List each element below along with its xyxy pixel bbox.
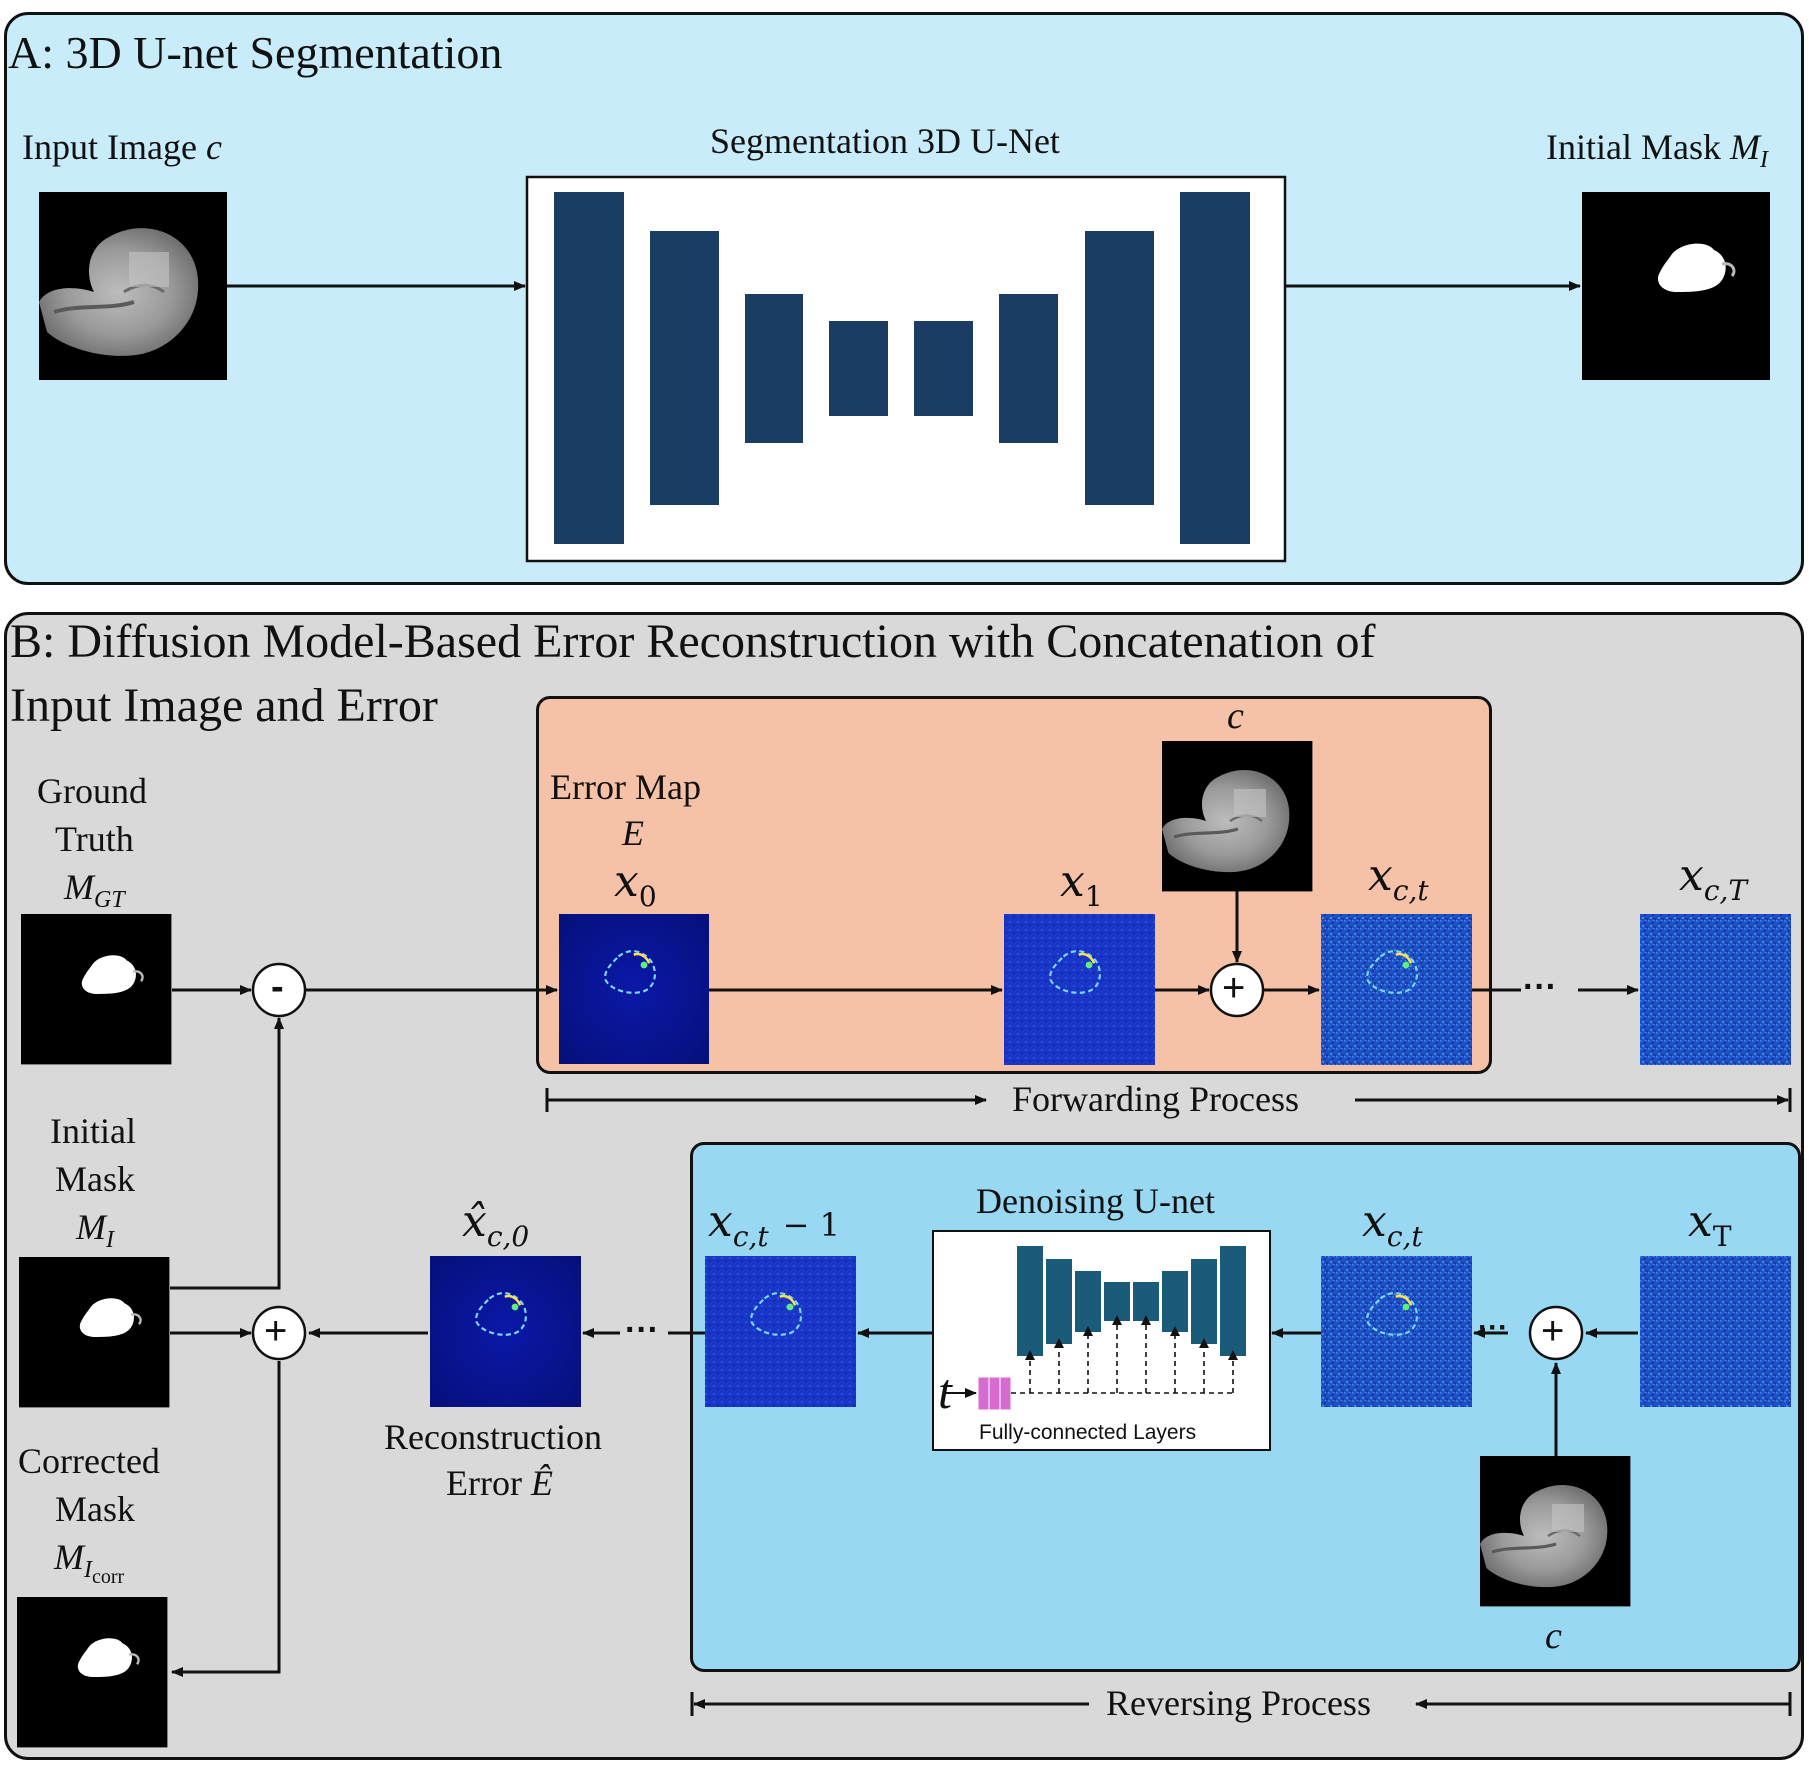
unet-dec-block-3 [999, 294, 1058, 443]
x0-image [559, 914, 709, 1064]
xcT-label: xc,T [1679, 850, 1748, 907]
panel-b-title-line2: Input Image and Error [10, 679, 438, 732]
x0-label: x0 [614, 856, 657, 913]
errmap-symbol: E [622, 813, 644, 853]
c-top-label: c [1227, 695, 1244, 737]
gt-symbol: MGT [64, 867, 125, 914]
arrow-init-to-minus [170, 1017, 284, 1290]
denoising-unet-box [932, 1230, 1271, 1451]
gt-label-2: Truth [55, 819, 134, 859]
corrected-mask-image [15, 1595, 169, 1749]
plus-circle-forward [1209, 962, 1265, 1018]
xct1-image [705, 1256, 856, 1407]
c-bottom-image [1478, 1454, 1633, 1609]
ellipsis-reverse: ··· [625, 1311, 659, 1349]
initial-mask-b-image [17, 1255, 171, 1409]
plus-symbol-reverse: + [1541, 1309, 1565, 1353]
input-image [37, 190, 229, 382]
xct2-image [1321, 1256, 1472, 1407]
c-bottom-label: c [1545, 1615, 1562, 1657]
ground-truth-image [19, 912, 173, 1066]
c-top-image [1160, 739, 1315, 894]
xct1-label: xc,t − 1 [708, 1196, 841, 1253]
op-circles [251, 962, 1584, 1361]
panel-a-title: A: 3D U-net Segmentation [8, 27, 503, 78]
unet-dec-block-4 [914, 321, 973, 416]
initial-mask-label: Initial Mask MI [1546, 127, 1768, 174]
arrow-plus-to-corrected [171, 1361, 281, 1677]
panel-b-title-line1: B: Diffusion Model-Based Error Reconstru… [10, 615, 1376, 668]
t-symbol: t [938, 1363, 952, 1419]
unet-enc-block-4 [829, 321, 888, 416]
x1-image [1004, 914, 1155, 1065]
ellipsis-forward: ··· [1523, 968, 1557, 1006]
xct2-label: xc,t [1362, 1196, 1423, 1253]
corr-label-2: Mask [55, 1489, 135, 1529]
errmap-label: Error Map [550, 767, 701, 807]
recon-label-1: Reconstruction [384, 1417, 602, 1457]
gt-label-1: Ground [37, 771, 147, 811]
denoising-unet-label: Denoising U-net [976, 1181, 1215, 1221]
fc-label: Fully-connected Layers [979, 1421, 1197, 1444]
plus-symbol-forward: + [1222, 966, 1246, 1010]
ellipsis-reverse-right: ··· [1478, 1311, 1508, 1344]
xcT-image [1640, 914, 1791, 1065]
init-label-2: Mask [55, 1159, 135, 1199]
unet-enc-block-1 [554, 192, 624, 544]
unet-dec-block-1 [1180, 192, 1250, 544]
denoise-blocks [1017, 1246, 1246, 1356]
xT-image [1640, 1256, 1791, 1407]
init-label-1: Initial [50, 1111, 136, 1151]
plus-circle-reverse [1528, 1305, 1584, 1361]
init-symbol: MI [76, 1207, 114, 1254]
xhat-image [430, 1256, 581, 1407]
xct-image [1321, 914, 1472, 1065]
unet-enc-block-2 [650, 231, 719, 505]
unet-blocks [554, 192, 1250, 544]
xT-label: xT [1688, 1196, 1732, 1253]
corr-symbol: MIcorr [54, 1537, 125, 1588]
forwarding-process-label: Forwarding Process [1012, 1079, 1299, 1119]
xhat-label: x̂c,0 [462, 1196, 530, 1253]
plus-symbol-left: + [264, 1309, 288, 1353]
unet-dec-block-2 [1085, 231, 1154, 505]
unet-box [525, 175, 1287, 563]
reversing-process-label: Reversing Process [1106, 1683, 1371, 1723]
recon-label-2: Error Ê [446, 1463, 553, 1503]
initial-mask-image [1580, 190, 1772, 382]
corr-label-1: Corrected [18, 1441, 160, 1481]
x1-label: x1 [1060, 856, 1103, 913]
fc-dashed-links [1011, 1323, 1234, 1394]
unet-label: Segmentation 3D U-Net [710, 121, 1060, 161]
plus-circle-left [251, 1305, 307, 1361]
unet-enc-block-3 [745, 294, 803, 443]
minus-symbol: - [271, 966, 284, 1008]
xct-label: xc,t [1368, 850, 1429, 907]
input-image-label: Input Image c [22, 127, 222, 167]
fc-blocks [977, 1376, 1012, 1411]
